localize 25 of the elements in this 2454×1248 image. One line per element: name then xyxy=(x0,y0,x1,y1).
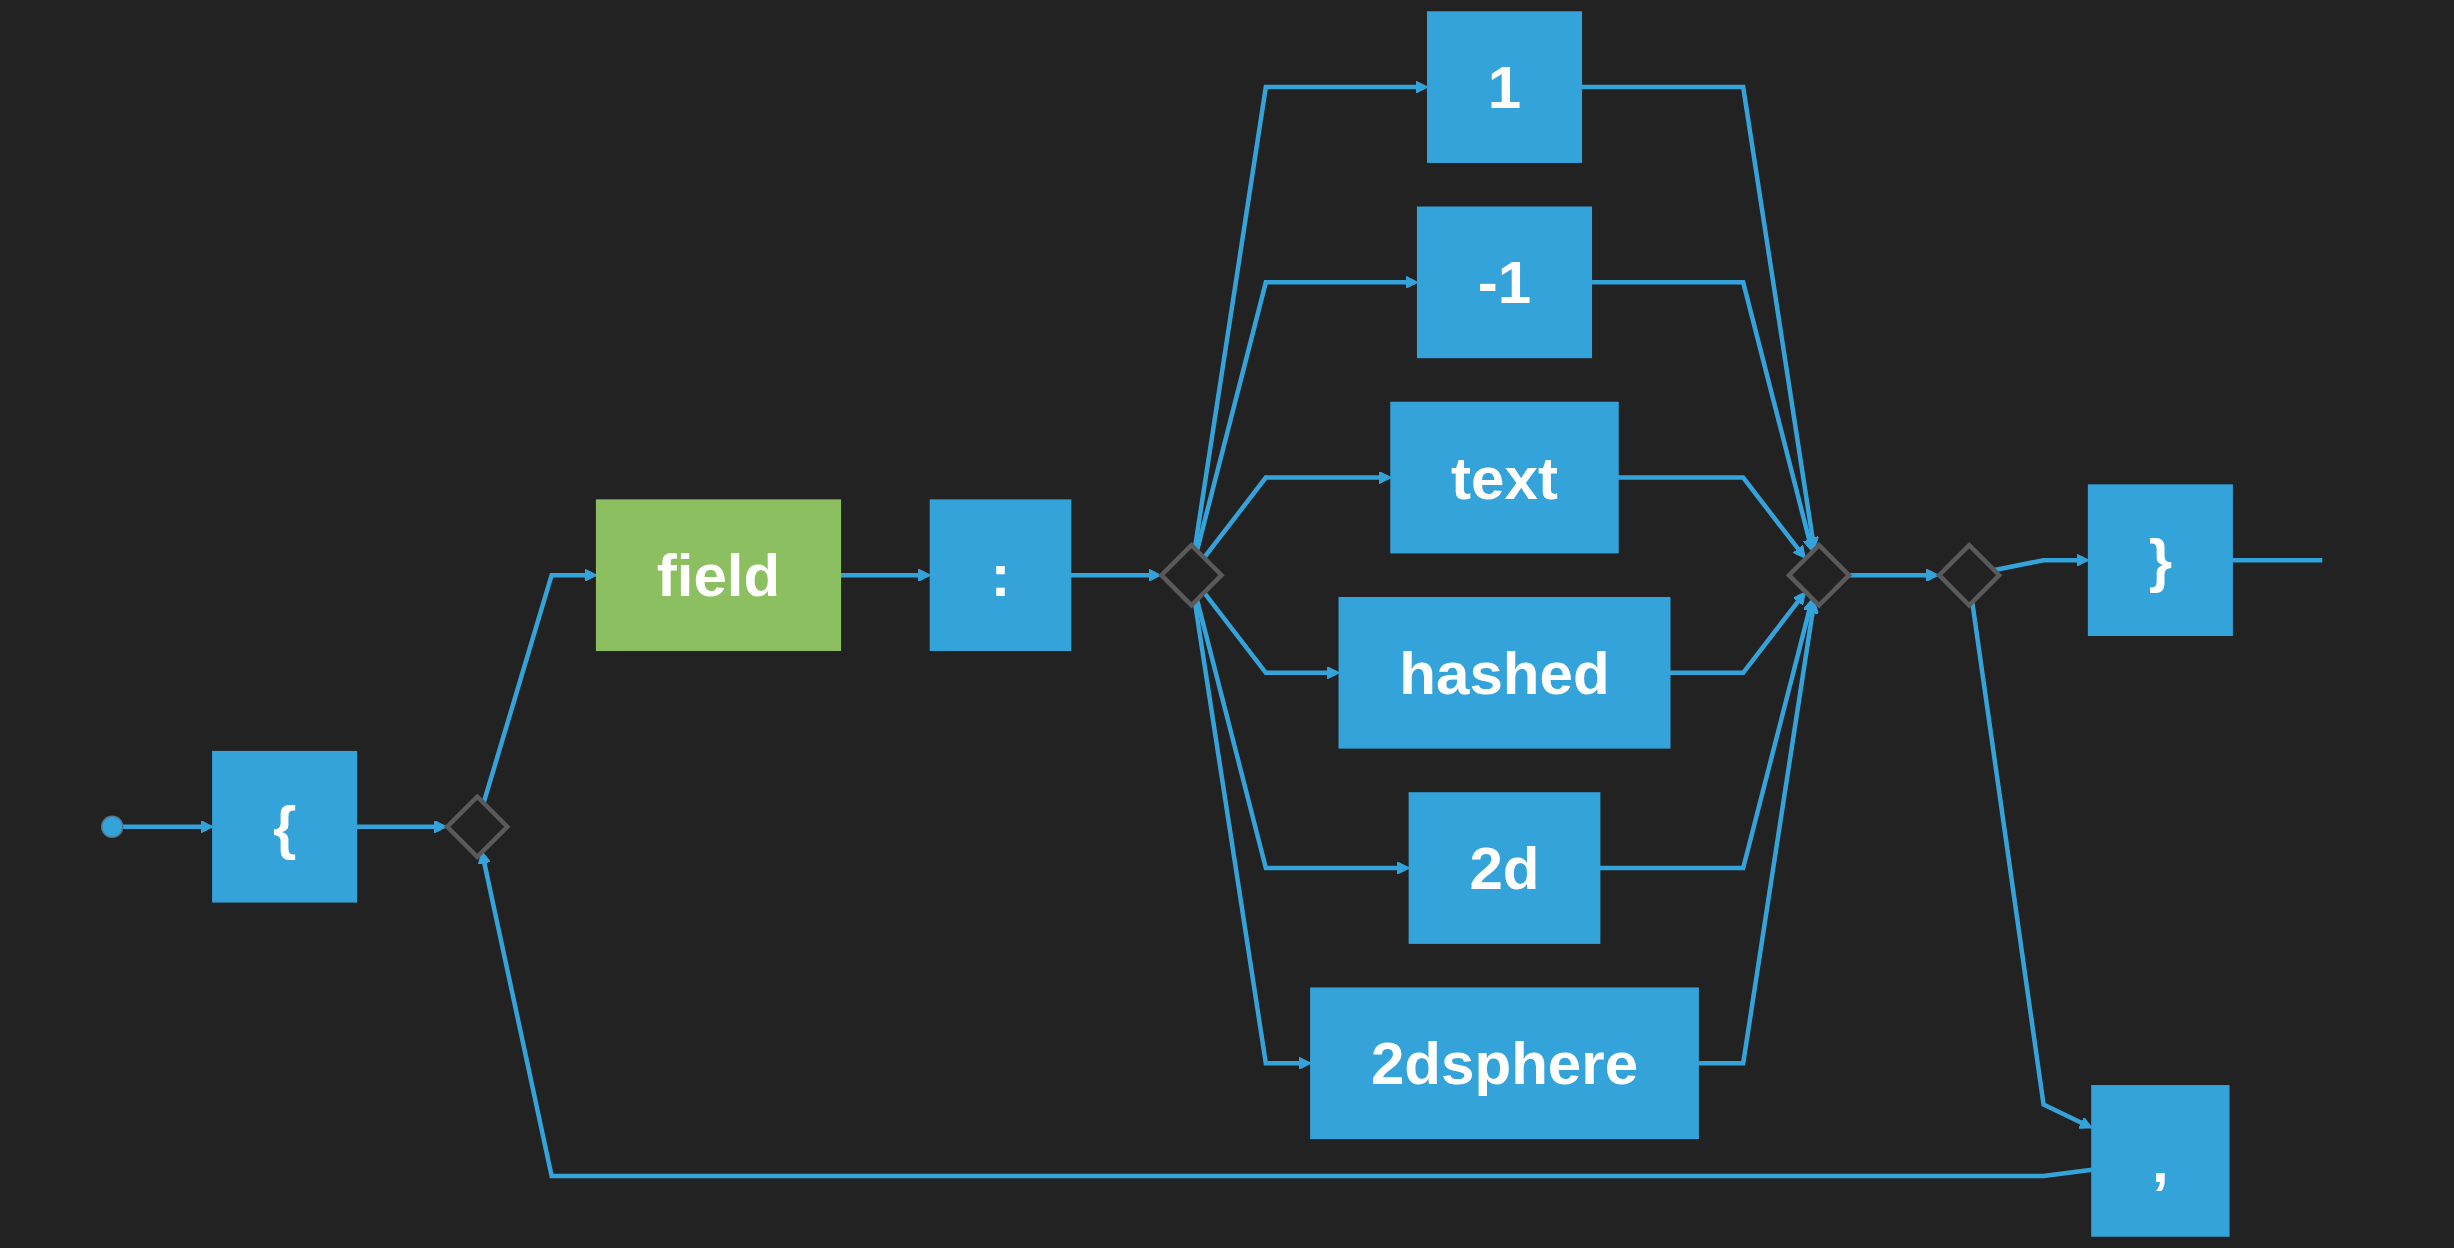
connector xyxy=(2232,557,2323,563)
arrow xyxy=(1202,470,1392,560)
node-diamond xyxy=(444,793,511,860)
node-box: , xyxy=(2091,1085,2230,1237)
node-box: 1 xyxy=(1427,11,1583,163)
node-box: field xyxy=(595,499,842,652)
arrow xyxy=(356,820,448,834)
node-box: : xyxy=(929,499,1072,652)
arrow xyxy=(1848,568,1939,582)
node-box: -1 xyxy=(1416,206,1593,359)
node-box: 2dsphere xyxy=(1310,987,1699,1140)
node-box: hashed xyxy=(1338,596,1671,749)
node-circle xyxy=(100,815,124,838)
arrow xyxy=(1581,84,1819,550)
node-box: 2d xyxy=(1408,792,1601,944)
arrow xyxy=(1194,598,1410,875)
node-diamond xyxy=(1936,541,2003,609)
arrow xyxy=(1618,475,1806,559)
node-diamond xyxy=(1158,541,1225,609)
node-diamond xyxy=(1785,541,1853,609)
arrow xyxy=(1669,591,1806,676)
arrow xyxy=(1070,568,1162,582)
node-box: { xyxy=(212,750,358,903)
node-box: text xyxy=(1390,401,1619,554)
node-box: } xyxy=(2087,484,2233,636)
